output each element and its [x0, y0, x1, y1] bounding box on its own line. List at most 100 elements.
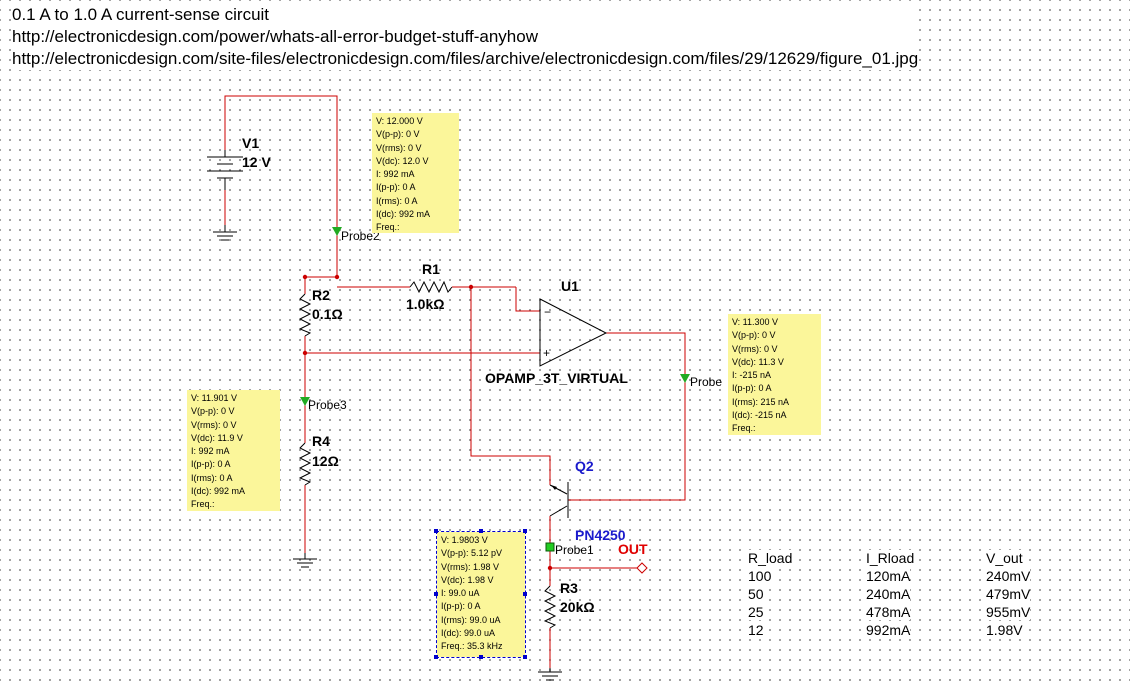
- out-connector-icon: [636, 562, 648, 574]
- resistor-zigzag: [298, 293, 312, 337]
- probe2-readout[interactable]: V: 12.000 V V(p-p): 0 V V(rms): 0 V V(dc…: [372, 113, 459, 233]
- probe2-marker[interactable]: Probe2: [332, 227, 380, 243]
- wire-v1-to-r2[interactable]: [224, 95, 338, 278]
- probe1-readout[interactable]: V: 1.9803 V V(p-p): 5.12 pV V(rms): 1.98…: [436, 531, 526, 658]
- resistor-r1[interactable]: R1 1.0kΩ: [406, 261, 453, 312]
- probe-current: I: -215 nA: [732, 370, 772, 381]
- selection-handle[interactable]: [479, 529, 483, 533]
- probe3-irms: I(rms): 0 A: [191, 472, 233, 483]
- probe-voltage: V: 11.300 V: [732, 317, 779, 327]
- transistor-q2[interactable]: Q2 PN4250: [549, 458, 626, 543]
- wire-opamp-out-to-base[interactable]: [568, 332, 686, 501]
- u1-ref: U1: [561, 278, 579, 294]
- selection-handle[interactable]: [523, 655, 527, 659]
- probe2-current: I: 992 mA: [376, 169, 415, 180]
- cell-i-rload: 240mA: [866, 586, 911, 602]
- resistor-r2[interactable]: R2 0.1Ω: [298, 287, 343, 337]
- v1-value: 12 V: [242, 154, 271, 170]
- r1-ref: R1: [422, 261, 440, 277]
- noninverting-input-sign: +: [543, 346, 550, 360]
- probe1-voltage: V: 1.9803 V: [441, 535, 488, 545]
- figure-url: http://electronicdesign.com/site-files/e…: [12, 48, 919, 70]
- selection-handle[interactable]: [434, 529, 438, 533]
- probe-marker[interactable]: Probe: [680, 374, 722, 389]
- probe3-vdc: V(dc): 11.9 V: [191, 432, 243, 443]
- probe2-vdc: V(dc): 12.0 V: [376, 155, 429, 166]
- probe-vdc: V(dc): 11.3 V: [732, 356, 784, 367]
- header-i-rload: I_Rload: [866, 550, 915, 566]
- header: 0.1 A to 1.0 A current-sense circuit htt…: [12, 4, 919, 70]
- junction-dot: [547, 565, 553, 571]
- junctions: [302, 274, 553, 571]
- selection-handle[interactable]: [523, 529, 527, 533]
- cell-r-load: 25: [748, 604, 764, 620]
- r2-value: 0.1Ω: [312, 306, 343, 322]
- schematic-title: 0.1 A to 1.0 A current-sense circuit: [12, 4, 919, 26]
- probe1-label: Probe1: [555, 543, 594, 557]
- probe-arrow-icon: [680, 374, 690, 383]
- wires: [224, 95, 686, 668]
- probe1-vrms: V(rms): 1.98 V: [441, 561, 500, 572]
- resistor-r3[interactable]: R3 20kΩ: [543, 580, 595, 629]
- out-port[interactable]: OUT: [618, 541, 648, 574]
- wire-r1-to-emitter[interactable]: [470, 287, 551, 485]
- cell-v-out: 1.98V: [986, 622, 1023, 638]
- junction-dot: [302, 350, 308, 356]
- probe-vpp: V(p-p): 0 V: [732, 330, 776, 341]
- probe1-current: I: 99.0 uA: [441, 588, 480, 599]
- probe3-marker[interactable]: Probe3: [300, 397, 347, 412]
- article-url: http://electronicdesign.com/power/whats-…: [12, 26, 919, 48]
- resistor-zigzag: [298, 442, 312, 486]
- probe-readout[interactable]: V: 11.300 V V(p-p): 0 V V(rms): 0 V V(dc…: [728, 314, 821, 435]
- junction-dot: [468, 284, 474, 290]
- junction-dot: [302, 274, 308, 280]
- r4-value: 12Ω: [312, 453, 339, 469]
- probe1-marker[interactable]: Probe1: [545, 542, 594, 557]
- probe3-freq: Freq.:: [191, 499, 215, 510]
- r1-value: 1.0kΩ: [406, 296, 444, 312]
- probe3-idc: I(dc): 992 mA: [191, 486, 246, 497]
- opamp-triangle: [539, 298, 608, 367]
- r2-ref: R2: [312, 287, 330, 303]
- probe3-current: I: 992 mA: [191, 446, 230, 457]
- selection-handle[interactable]: [434, 655, 438, 659]
- cell-i-rload: 478mA: [866, 604, 911, 620]
- cell-r-load: 50: [748, 586, 764, 602]
- r3-ref: R3: [560, 580, 578, 596]
- probe-arrow-icon: [300, 397, 310, 406]
- r4-ref: R4: [312, 433, 330, 449]
- wire-to-inverting-input[interactable]: [515, 287, 540, 312]
- battery-v1[interactable]: V1 12 V: [207, 135, 271, 190]
- cell-r-load: 100: [748, 568, 772, 584]
- probe2-freq: Freq.:: [376, 222, 400, 233]
- selection-handle[interactable]: [479, 655, 483, 659]
- q2-ref: Q2: [575, 458, 594, 474]
- header-v-out: V_out: [986, 550, 1023, 566]
- opamp-u1[interactable]: − + U1 OPAMP_3T_VIRTUAL: [485, 278, 628, 386]
- probe2-irms: I(rms): 0 A: [376, 195, 418, 206]
- probe1-ipp: I(p-p): 0 A: [441, 601, 481, 612]
- probe3-label: Probe3: [308, 398, 347, 412]
- probe1-vpp: V(p-p): 5.12 pV: [441, 548, 503, 559]
- probe3-readout[interactable]: V: 11.901 V V(p-p): 0 V V(rms): 0 V V(dc…: [187, 390, 280, 511]
- header-r-load: R_load: [748, 550, 793, 566]
- probe-freq: Freq.:: [732, 423, 756, 434]
- probe2-voltage: V: 12.000 V: [376, 116, 423, 126]
- probe-idc: I(dc): -215 nA: [732, 410, 787, 421]
- probe2-vrms: V(rms): 0 V: [376, 142, 422, 153]
- probe2-label: Probe2: [341, 229, 380, 243]
- resistor-r4[interactable]: R4 12Ω: [298, 433, 339, 486]
- probe-square-icon: [545, 542, 555, 552]
- cell-r-load: 12: [748, 622, 764, 638]
- probe3-vpp: V(p-p): 0 V: [191, 406, 235, 417]
- selection-handle[interactable]: [434, 592, 438, 596]
- transistor-collector-leg: [549, 505, 568, 517]
- selection-handle[interactable]: [523, 592, 527, 596]
- r3-value: 20kΩ: [560, 599, 595, 615]
- probe-ipp: I(p-p): 0 A: [732, 383, 772, 394]
- probe3-vrms: V(rms): 0 V: [191, 419, 237, 430]
- out-label: OUT: [618, 541, 648, 557]
- resistor-zigzag: [409, 280, 453, 294]
- probe1-idc: I(dc): 99.0 uA: [441, 628, 496, 639]
